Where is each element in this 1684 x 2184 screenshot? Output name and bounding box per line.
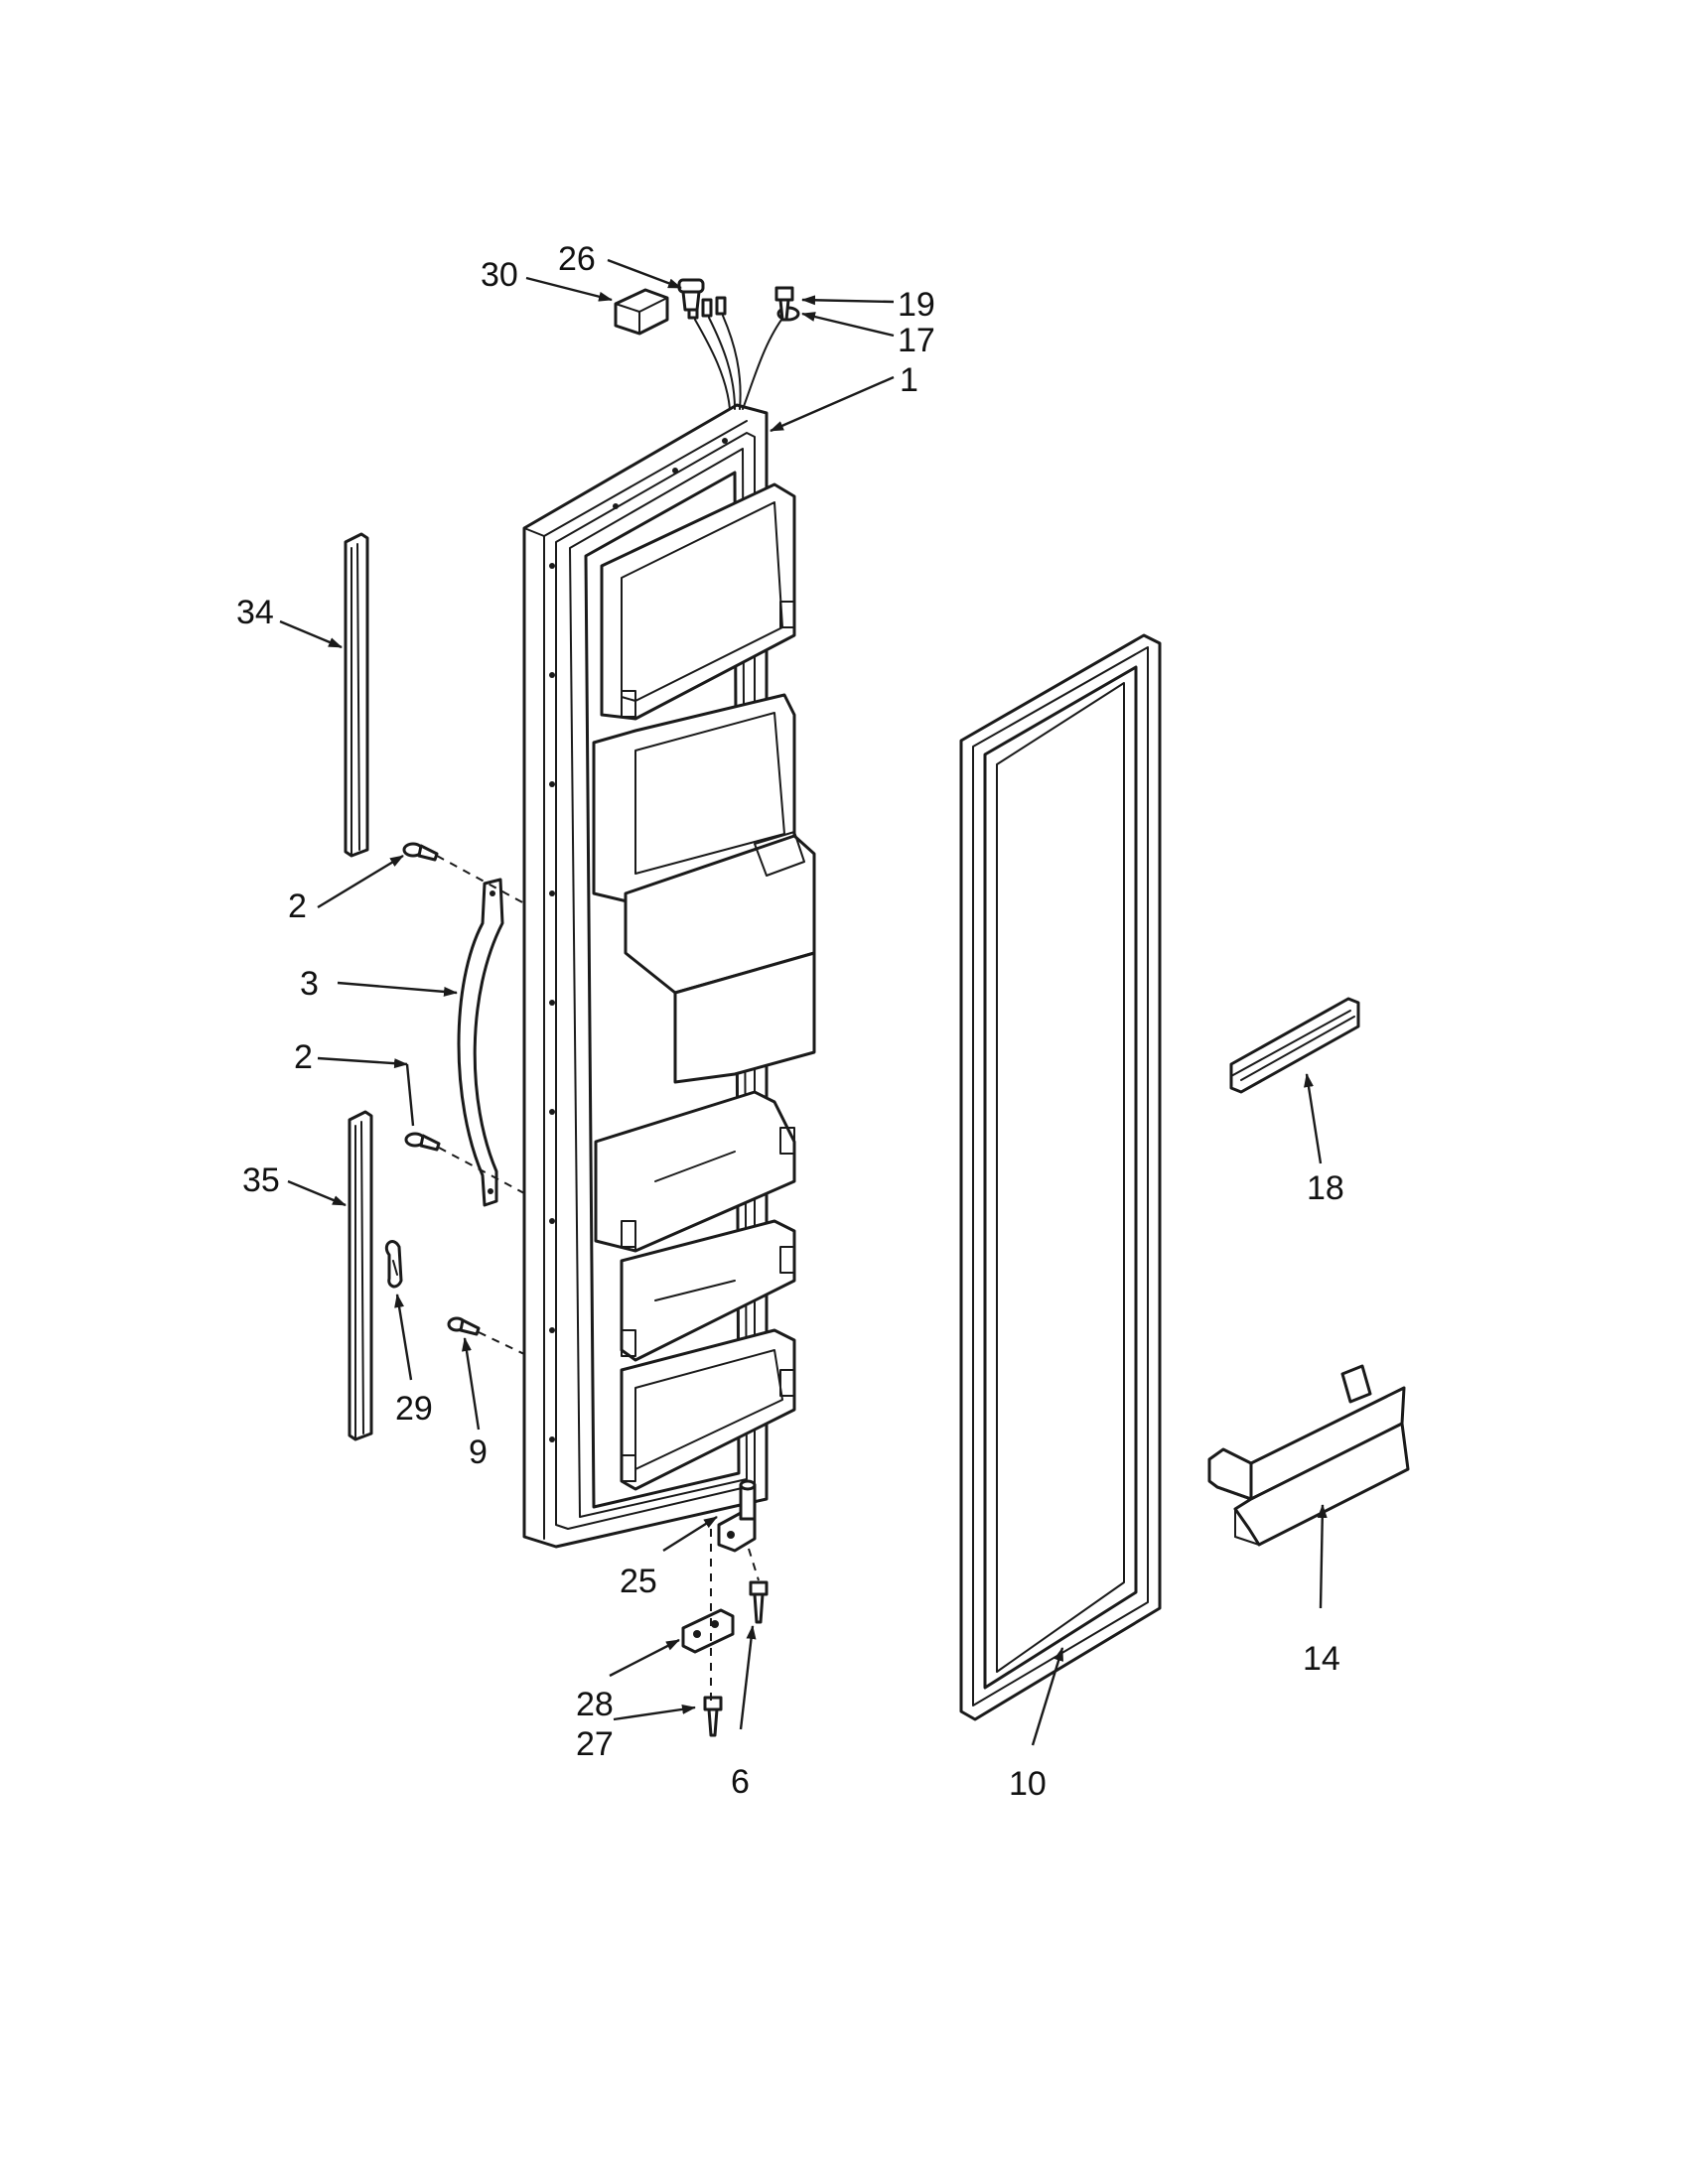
screw-part-27	[703, 1696, 723, 1737]
screw-part-6	[749, 1580, 769, 1624]
screw-6-install-line	[748, 1548, 760, 1581]
callout-29: 29	[395, 1390, 433, 1428]
trim-strip-part-34	[344, 532, 369, 858]
callout-28: 28	[576, 1686, 614, 1723]
callout-10: 10	[1009, 1765, 1047, 1803]
callout-34: 34	[236, 594, 274, 631]
screw-part-2-bottom	[404, 1132, 441, 1152]
callout-3: 3	[300, 965, 319, 1003]
install-line-9	[478, 1331, 525, 1355]
screw-part-2-top	[402, 842, 439, 862]
retainer-bar-part-18	[1229, 997, 1360, 1094]
callout-6: 6	[731, 1763, 750, 1801]
door-shelf-part-14	[1207, 1364, 1410, 1547]
lower-door-bins	[594, 1090, 796, 1491]
install-line-top	[436, 855, 525, 904]
upper-door-bin	[600, 482, 796, 721]
callout-1: 1	[900, 361, 918, 399]
door-flange-holes	[549, 438, 728, 1442]
callout-27: 27	[576, 1725, 614, 1763]
gasket-part-10	[959, 633, 1162, 1721]
screw-part-9	[447, 1316, 481, 1336]
clip-part-29	[384, 1240, 403, 1289]
callout-26: 26	[558, 240, 596, 278]
hinge-bracket-part-28	[681, 1608, 735, 1654]
callout-35: 35	[242, 1161, 280, 1199]
callout-19: 19	[898, 286, 935, 324]
callout-2-bottom: 2	[294, 1038, 313, 1076]
callout-25: 25	[620, 1563, 657, 1600]
callout-numbers: 30 26 19 17 1 34 2 3 2 35 29 9 18 25 28 …	[236, 240, 1344, 1803]
trim-strip-part-35	[348, 1110, 373, 1441]
callout-2-top: 2	[288, 887, 307, 925]
hinge-pin-part-25	[717, 1479, 757, 1553]
callout-9: 9	[469, 1433, 488, 1471]
plug-part-26	[677, 278, 705, 312]
install-line-bottom	[438, 1147, 525, 1194]
callout-30: 30	[481, 256, 518, 294]
callout-14: 14	[1303, 1640, 1340, 1678]
screw-part-19	[774, 286, 794, 322]
callout-17: 17	[898, 322, 935, 359]
door-assembly	[522, 296, 816, 1549]
dispenser-housing	[592, 693, 816, 1084]
connector-part-30	[614, 288, 669, 336]
handle-part-3	[457, 878, 504, 1207]
callout-18: 18	[1307, 1169, 1344, 1207]
leader-lines	[279, 258, 1328, 1746]
